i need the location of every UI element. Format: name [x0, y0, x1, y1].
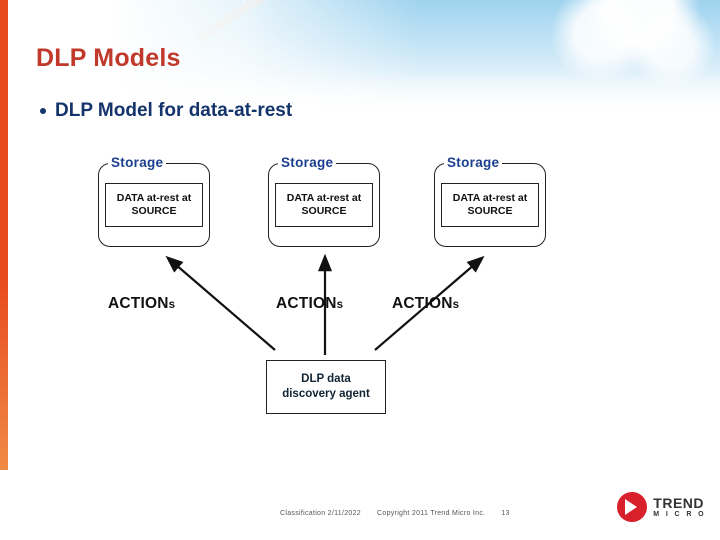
trend-micro-wordmark: TREND M I C R O: [653, 496, 706, 518]
bullet-label: DLP Model for data-at-rest: [55, 100, 293, 121]
logo-line1: TREND: [653, 494, 705, 511]
storage-inner-2-line1: DATA at-rest at: [286, 191, 362, 204]
footer: Classification 2/11/2022 Copyright 2011 T…: [280, 510, 510, 517]
footer-classification: Classification 2/11/2022: [280, 510, 362, 517]
actions-label-1-suffix: s: [168, 299, 176, 311]
diagram-arrows: [165, 253, 485, 355]
storage-label-2: Storage: [278, 155, 337, 170]
page-title: DLP Models: [36, 44, 181, 72]
dlp-discovery-agent-box: DLP data discovery agent: [266, 360, 386, 414]
storage-inner-3-line1: DATA at-rest at: [452, 191, 528, 204]
storage-inner-3-line2: SOURCE: [467, 205, 513, 217]
agent-line1: DLP data: [301, 373, 351, 386]
bottom-swoosh-decoration: [0, 420, 720, 540]
agent-line2: discovery agent: [282, 388, 370, 400]
actions-label-2-text: ACTION: [276, 295, 337, 312]
sky-fade-bottom: [0, 72, 720, 118]
actions-label-3: ACTIONs: [392, 295, 459, 313]
actions-label-1: ACTIONs: [108, 295, 175, 313]
bullet-dot-icon: [40, 108, 46, 114]
bullet-item: DLP Model for data-at-rest: [40, 100, 292, 122]
footer-copyright: Copyright 2011 Trend Micro Inc.: [377, 510, 486, 517]
left-accent-bar: [0, 0, 8, 470]
trend-micro-mark-icon: [617, 492, 648, 522]
storage-inner-1-line2: SOURCE: [131, 205, 177, 217]
storage-inner-2: DATA at-rest at SOURCE: [275, 183, 373, 227]
actions-label-2-suffix: s: [336, 299, 344, 311]
storage-label-1: Storage: [108, 155, 167, 170]
storage-label-3: Storage: [444, 155, 503, 170]
storage-inner-2-line2: SOURCE: [301, 205, 347, 217]
bottom-orange-swoosh: [0, 420, 402, 540]
storage-inner-1: DATA at-rest at SOURCE: [105, 183, 203, 227]
actions-label-2: ACTIONs: [276, 295, 343, 313]
trend-micro-logo: TREND M I C R O: [617, 492, 706, 522]
actions-label-3-suffix: s: [452, 299, 460, 311]
storage-inner-1-line1: DATA at-rest at: [116, 191, 192, 204]
storage-inner-3: DATA at-rest at SOURCE: [441, 183, 539, 227]
actions-label-1-text: ACTION: [108, 295, 169, 312]
logo-line2: M I C R O: [653, 510, 706, 518]
actions-label-3-text: ACTION: [392, 295, 453, 312]
header-sky-decoration: [0, 0, 720, 118]
dlp-data-at-rest-diagram: Storage DATA at-rest at SOURCE ACTIONs S…: [70, 145, 590, 445]
footer-page-number: 13: [501, 510, 510, 517]
